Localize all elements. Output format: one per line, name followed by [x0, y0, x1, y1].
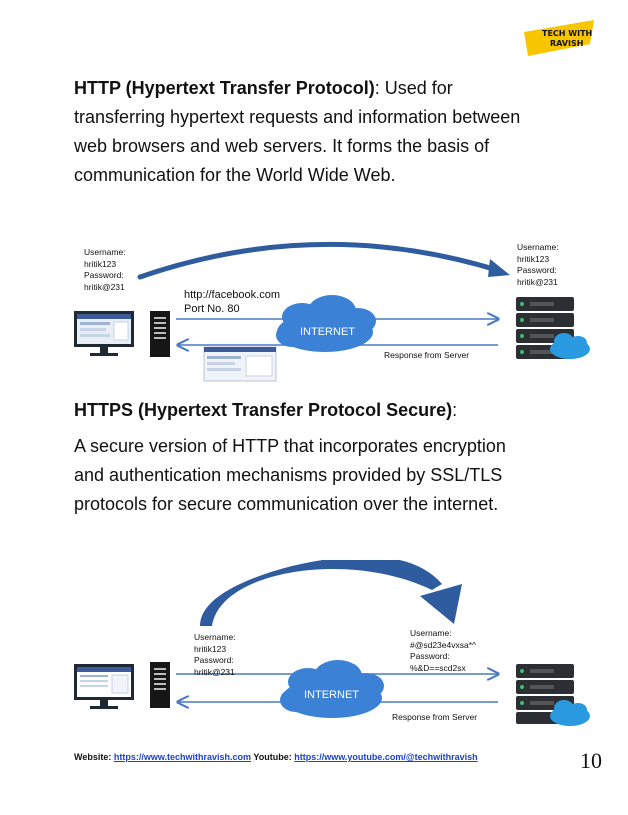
http-paragraph: HTTP (Hypertext Transfer Protocol): Used… [74, 74, 594, 190]
logo-line2: RAVISH [550, 39, 583, 48]
website-link[interactable]: https://www.techwithravish.com [113, 752, 252, 762]
client-credentials: Username: hritik123 Password: hritik@231 [194, 632, 236, 677]
https-line-1: and authentication mechanisms provided b… [74, 465, 503, 485]
https-heading: HTTPS (Hypertext Transfer Protocol Secur… [74, 400, 453, 420]
footer: Website: https://www.techwithravish.com … [74, 752, 478, 762]
youtube-link[interactable]: https://www.youtube.com/@techwithravish [294, 752, 478, 762]
http-heading: HTTP (Hypertext Transfer Protocol) [74, 78, 375, 98]
encrypted-credentials: Username: #@sd23e4vxsa*^ Password: %&D==… [410, 628, 477, 673]
client-monitor-icon [74, 311, 134, 356]
webpage-thumbnail-icon [203, 346, 277, 382]
youtube-label: Youtube: [251, 752, 295, 762]
server-credentials: Username: hritik123 Password: hritik@231 [517, 242, 559, 287]
server-rack-icon [516, 664, 590, 726]
internet-cloud-icon [276, 295, 376, 352]
https-line-2: protocols for secure communication over … [74, 494, 499, 514]
http-line-3: communication for the World Wide Web. [74, 165, 396, 185]
cloud-label: INTERNET [304, 689, 359, 701]
logo-line1: TECH WITH [542, 29, 592, 38]
brand-logo: TECH WITH RAVISH [520, 18, 598, 58]
https-heading-colon: : [452, 400, 458, 420]
page-number: 10 [580, 748, 602, 773]
arc-arrowhead [488, 259, 510, 277]
https-diagram: INTERNET Username: hritik123 Password: h… [70, 560, 610, 730]
http-line-1: transferring hypertext requests and info… [74, 107, 521, 127]
request-arc [137, 241, 503, 280]
http-line-0: : Used for [374, 78, 453, 98]
encrypted-arc [200, 560, 442, 626]
url-port-label: http://facebook.com Port No. 80 [184, 289, 280, 315]
client-tower-icon [150, 662, 170, 708]
https-line-0: A secure version of HTTP that incorporat… [74, 436, 506, 456]
cloud-label: INTERNET [300, 326, 355, 338]
client-monitor-icon [74, 664, 134, 709]
https-paragraph: A secure version of HTTP that incorporat… [74, 432, 594, 519]
client-credentials: Username: hritik123 Password: hritik@231 [84, 247, 126, 292]
https-heading-line: HTTPS (Hypertext Transfer Protocol Secur… [74, 396, 594, 425]
http-diagram: INTERNET Username: [70, 225, 610, 390]
website-label: Website: [74, 752, 114, 762]
response-label: Response from Server [392, 712, 478, 722]
internet-cloud-icon [280, 660, 384, 718]
client-tower-icon [150, 311, 170, 357]
encrypted-arc-arrowhead [420, 584, 462, 624]
response-label: Response from Server [384, 350, 470, 360]
server-rack-icon [516, 297, 590, 359]
http-line-2: web browsers and web servers. It forms t… [74, 136, 490, 156]
